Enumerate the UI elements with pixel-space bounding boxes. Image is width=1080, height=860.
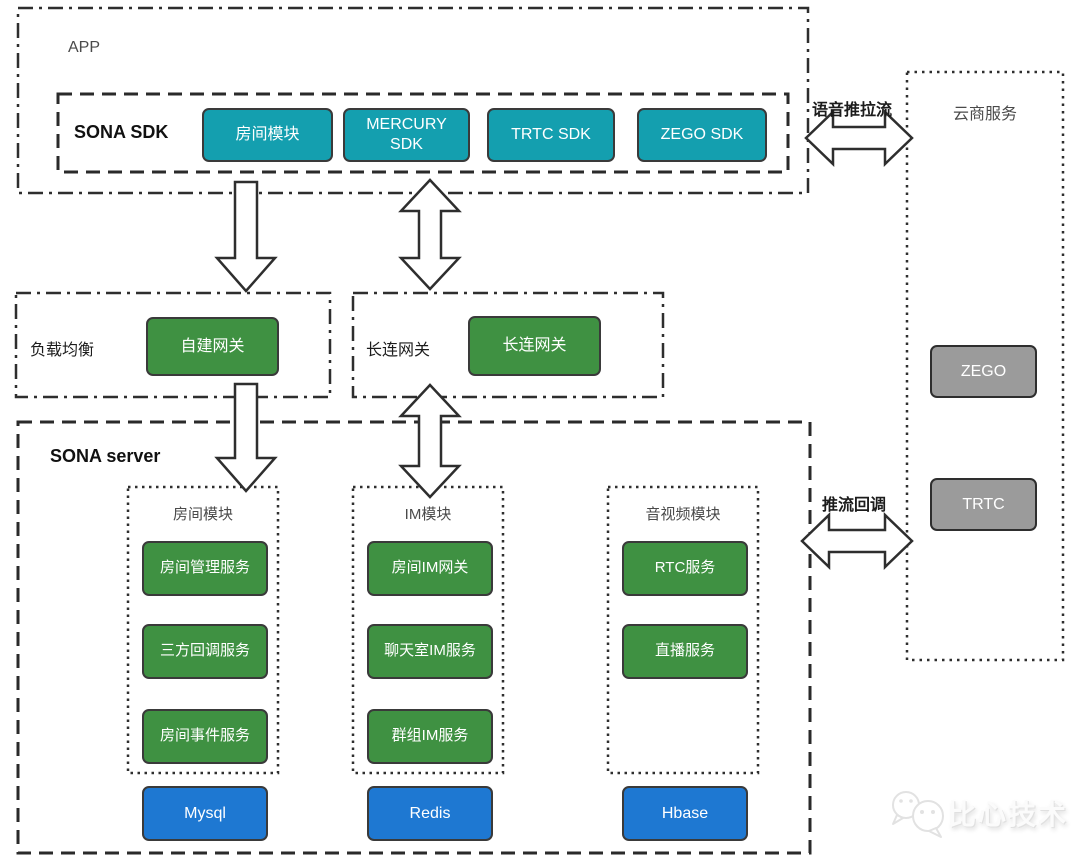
push-callback-label: 推流回调 [822, 497, 887, 514]
storage-redis-node: Redis [367, 786, 493, 841]
arrow-sdk-longconnection-bidirectional-icon [398, 178, 462, 291]
app-label: APP [68, 39, 101, 56]
sona-server-box [16, 420, 812, 855]
long-connection-gateway-box [351, 291, 665, 399]
room-module-box [126, 485, 280, 775]
storage-mysql-node: Mysql [142, 786, 268, 841]
live-service-node: 直播服务 [622, 624, 748, 679]
app-box [16, 6, 810, 195]
storage-hbase-node: Hbase [622, 786, 748, 841]
arrow-gateway-to-roommodule-icon [214, 382, 278, 493]
sona-sdk-label: SONA SDK [74, 122, 169, 142]
arrow-voice-stream-bidirectional-icon [804, 109, 914, 167]
sona-sdk-box [56, 92, 790, 174]
sdk-module-room: 房间模块 [202, 108, 333, 162]
av-module-box [606, 485, 760, 775]
group-im-service-node: 群组IM服务 [367, 709, 493, 764]
watermark-text: 比心技术 [948, 799, 1069, 830]
chat-bubbles-icon [892, 791, 944, 838]
im-module-title: IM模块 [404, 506, 452, 523]
voice-stream-label: 语音推拉流 [812, 102, 893, 119]
im-module-box [351, 485, 505, 775]
room-im-gateway-node: 房间IM网关 [367, 541, 493, 596]
arrow-gateway-immodule-bidirectional-icon [398, 383, 462, 499]
long-connection-gateway-label: 长连网关 [366, 342, 431, 359]
room-manage-service-node: 房间管理服务 [142, 541, 268, 596]
chatroom-im-service-node: 聊天室IM服务 [367, 624, 493, 679]
sdk-module-mercury: MERCURY SDK [343, 108, 470, 162]
cloud-provider-zego: ZEGO [930, 345, 1037, 398]
av-module-title: 音视频模块 [645, 506, 721, 523]
cloud-services-label: 云商服务 [952, 106, 1017, 123]
long-connection-gateway-node: 长连网关 [468, 316, 601, 376]
arrow-push-callback-bidirectional-icon [800, 512, 914, 570]
load-balancer-box [14, 291, 332, 399]
sdk-module-zego: ZEGO SDK [637, 108, 767, 162]
arrow-sdk-to-loadbalancer-icon [214, 180, 278, 293]
sona-server-label: SONA server [50, 446, 161, 466]
self-built-gateway-node: 自建网关 [146, 317, 279, 376]
cloud-provider-trtc: TRTC [930, 478, 1037, 531]
third-party-callback-service-node: 三方回调服务 [142, 624, 268, 679]
load-balancer-label: 负载均衡 [30, 342, 95, 359]
cloud-services-box [905, 70, 1065, 662]
room-event-service-node: 房间事件服务 [142, 709, 268, 764]
room-module-title: 房间模块 [172, 506, 233, 523]
rtc-service-node: RTC服务 [622, 541, 748, 596]
sdk-module-trtc: TRTC SDK [487, 108, 615, 162]
